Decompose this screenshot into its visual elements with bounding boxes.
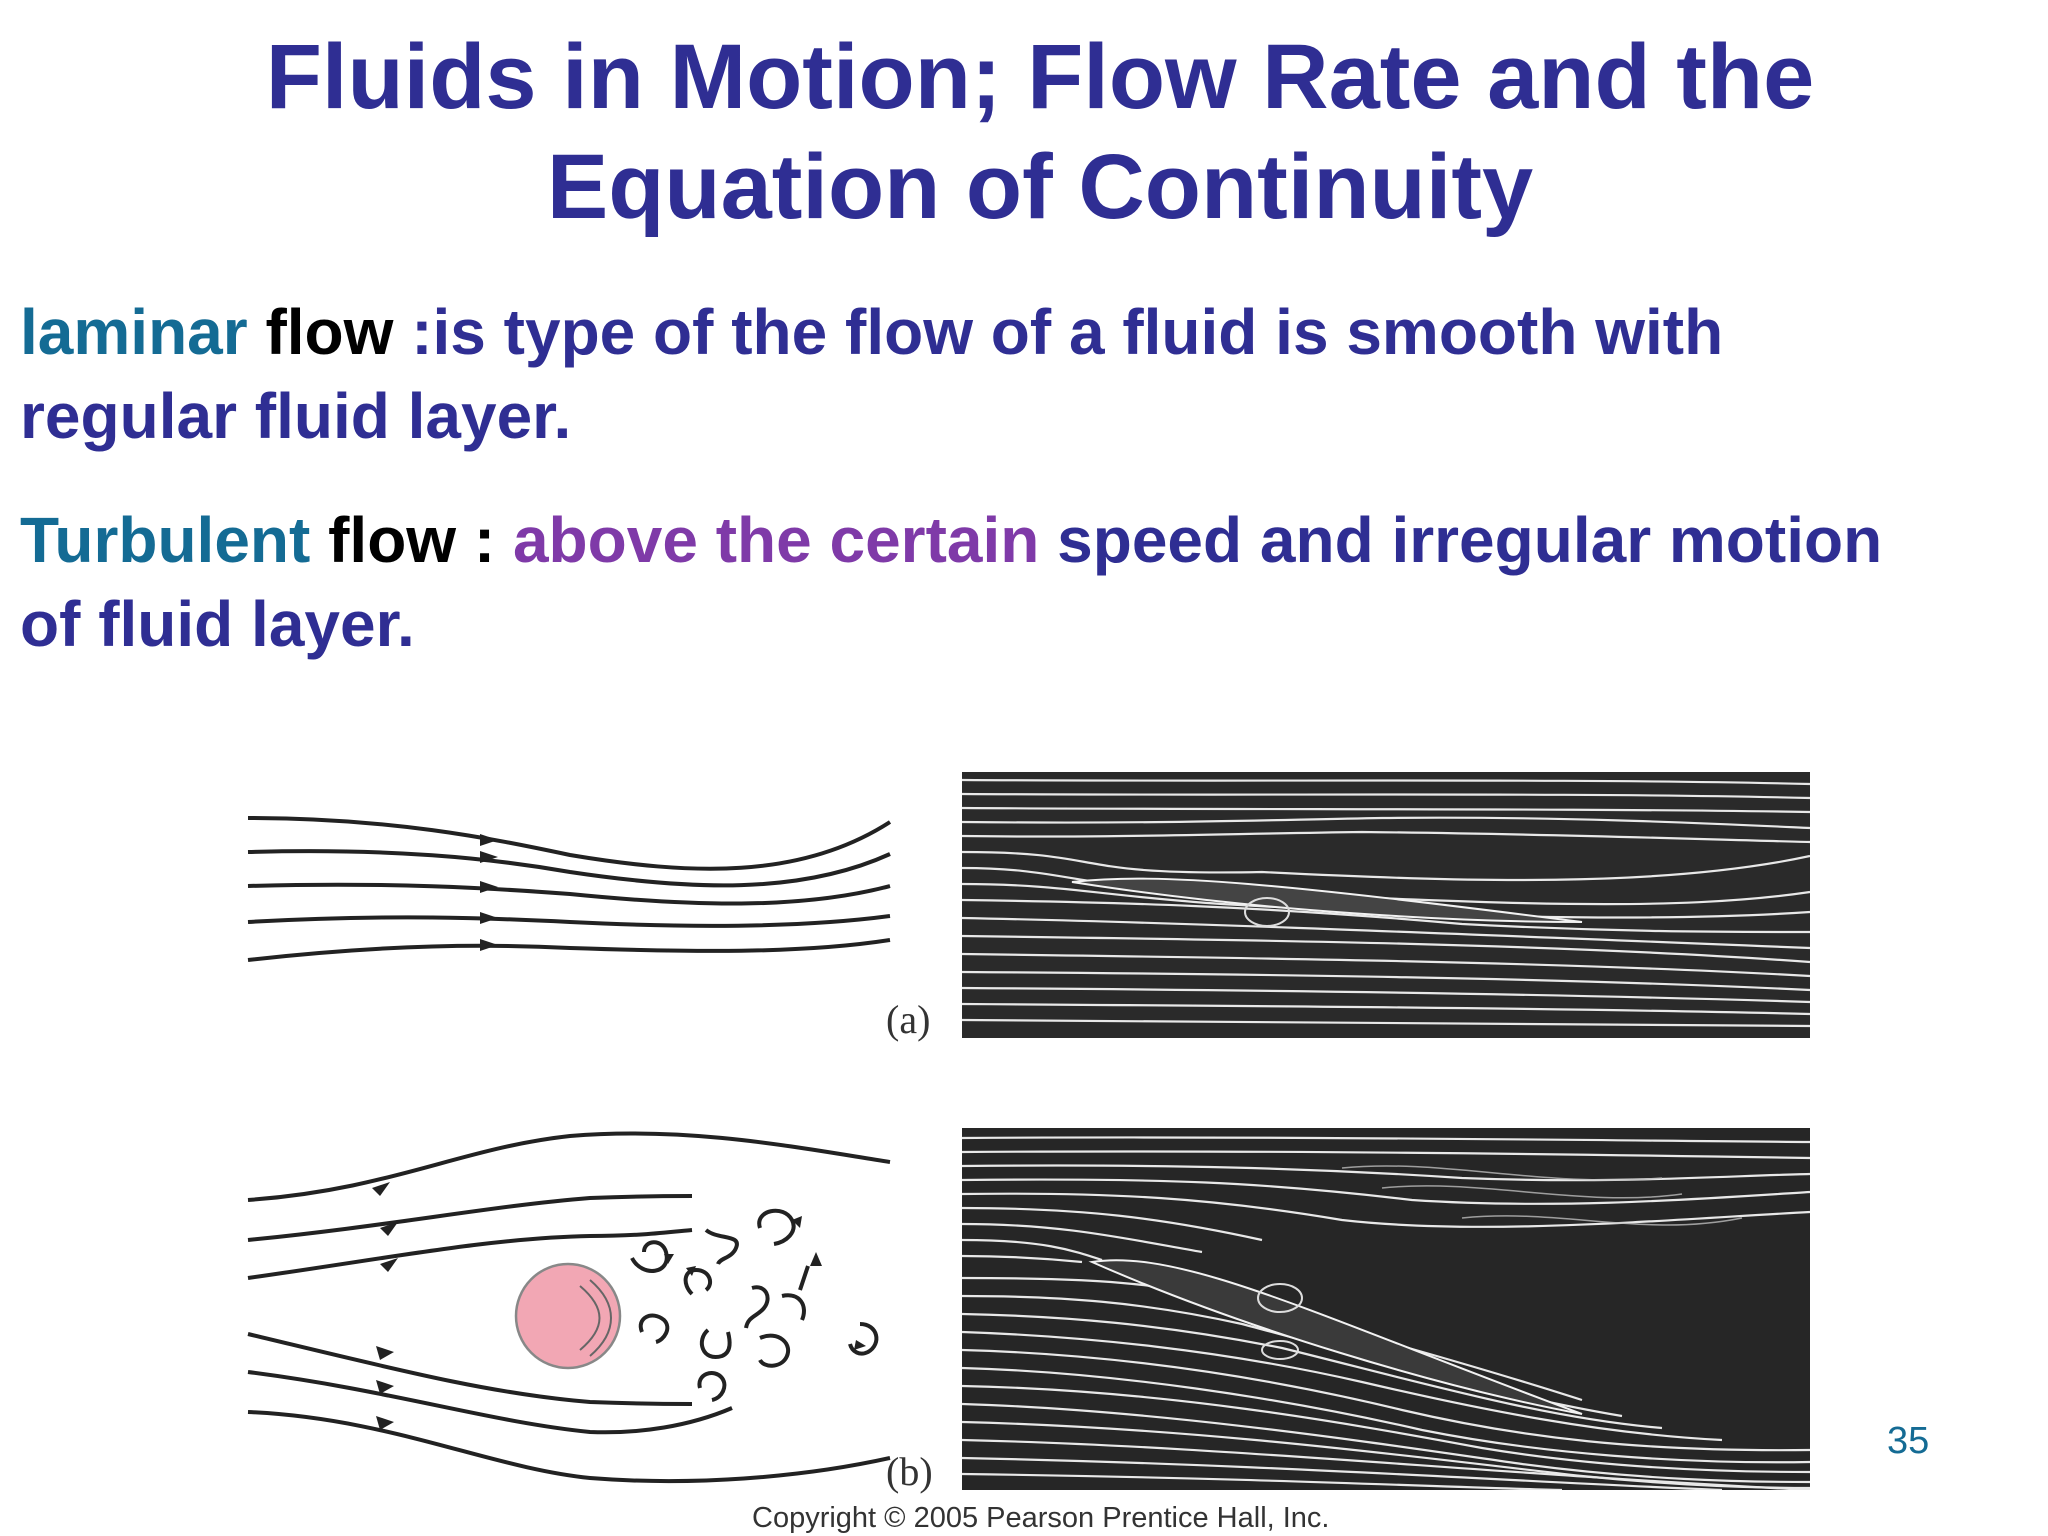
laminar-definition-text: :is type of the flow of a fluid is smoot… bbox=[393, 296, 1724, 368]
turbulent-flow-photo bbox=[962, 1128, 1810, 1490]
turbulent-colon: : bbox=[456, 504, 513, 576]
label-b: (b) bbox=[886, 1449, 933, 1494]
turbulent-term: Turbulent bbox=[20, 504, 311, 576]
laminar-definition: laminar flow :is type of the flow of a f… bbox=[20, 290, 2030, 458]
turbulent-flow-word: flow bbox=[328, 504, 457, 576]
laminar-term: laminar bbox=[20, 296, 248, 368]
turbulent-rest-text: speed and irregular motion bbox=[1039, 504, 1883, 576]
turbulent-flow-diagram bbox=[247, 1131, 891, 1484]
laminar-line-2: regular fluid layer. bbox=[20, 380, 572, 452]
laminar-flow-photo bbox=[962, 772, 1810, 1038]
copyright-text: Copyright © 2005 Pearson Prentice Hall, … bbox=[752, 1502, 1330, 1534]
laminar-flow-word: flow bbox=[265, 296, 394, 368]
laminar-streamline-diagram bbox=[247, 816, 892, 962]
slide-title: Fluids in Motion; Flow Rate and the Equa… bbox=[0, 22, 2048, 242]
turbulent-highlight: above the certain bbox=[512, 504, 1040, 576]
turbulent-line-2: of fluid layer. bbox=[20, 588, 415, 660]
page-number: 35 bbox=[1887, 1420, 1930, 1462]
title-line-2: Equation of Continuity bbox=[546, 136, 1534, 238]
turbulent-definition: Turbulent flow : above the certain speed… bbox=[20, 498, 2030, 666]
turbulent-line-1: Turbulent flow : above the certain speed… bbox=[20, 498, 2030, 582]
laminar-line-1: laminar flow :is type of the flow of a f… bbox=[20, 290, 2030, 374]
title-line-1: Fluids in Motion; Flow Rate and the bbox=[265, 26, 1815, 128]
label-a: (a) bbox=[886, 997, 931, 1042]
